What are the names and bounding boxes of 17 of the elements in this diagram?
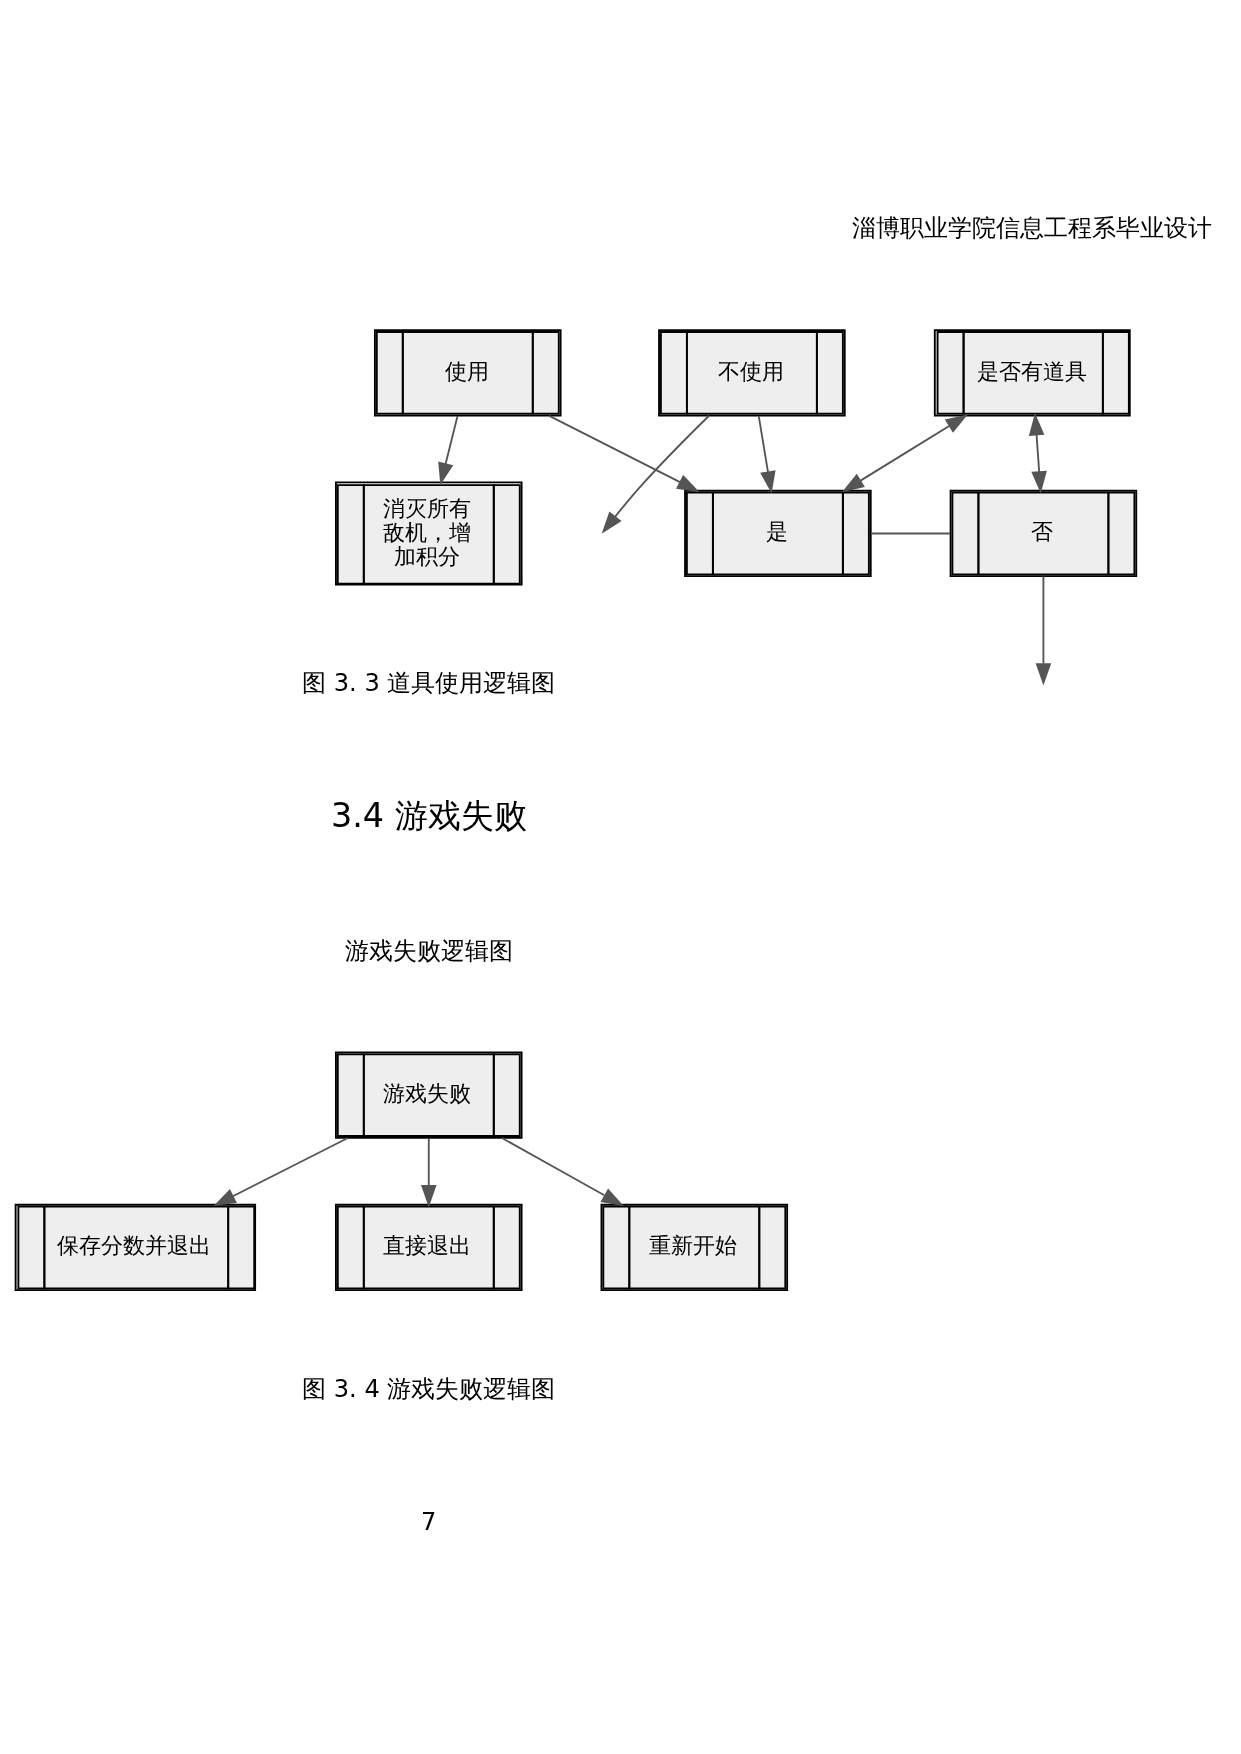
label: 3.4 游戏失败 — [330, 795, 527, 835]
connector — [870, 532, 951, 535]
arrow — [1028, 413, 1047, 494]
arrow — [420, 1137, 437, 1208]
arrow — [548, 415, 700, 492]
label: 淄博职业学院信息工程系毕业设计 — [852, 214, 1213, 243]
label: 图 3. 4 游戏失败逻辑图 — [302, 1374, 556, 1403]
arrow — [1035, 575, 1052, 686]
arrow — [841, 414, 968, 493]
arrow — [757, 415, 776, 494]
label: 游戏失败逻辑图 — [344, 936, 513, 965]
arrow — [601, 414, 710, 534]
arrow — [501, 1137, 624, 1207]
label: 7 — [421, 1508, 437, 1537]
label: 图 3. 3 道具使用逻辑图 — [302, 669, 556, 698]
arrow — [213, 1137, 349, 1207]
arrow — [438, 415, 459, 486]
